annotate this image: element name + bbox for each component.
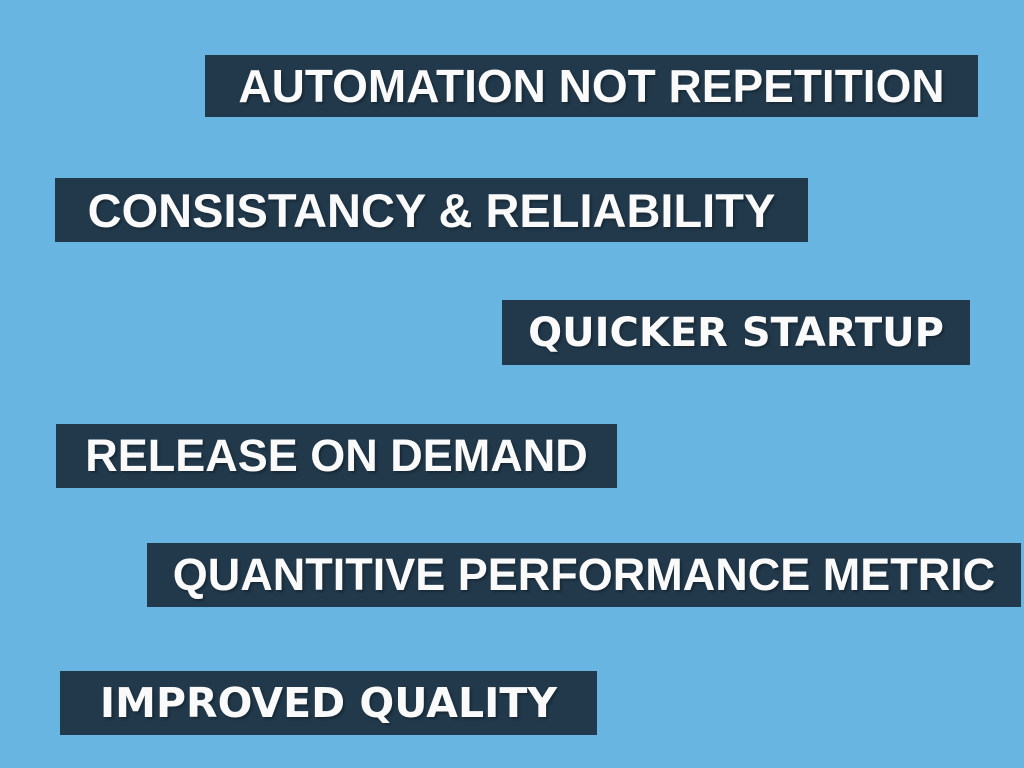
- banner-release-on-demand: RELEASE ON DEMAND: [56, 424, 617, 488]
- banner-automation-not-repetition: AUTOMATION NOT REPETITION: [205, 55, 978, 117]
- banner-quantitive-performance-metric: QUANTITIVE PERFORMANCE METRIC: [147, 543, 1021, 607]
- banner-consistancy-reliability: CONSISTANCY & RELIABILITY: [55, 178, 808, 242]
- banner-improved-quality: IMPROVED QUALITY: [60, 671, 597, 735]
- banner-quicker-startup: QUICKER STARTUP: [502, 300, 970, 365]
